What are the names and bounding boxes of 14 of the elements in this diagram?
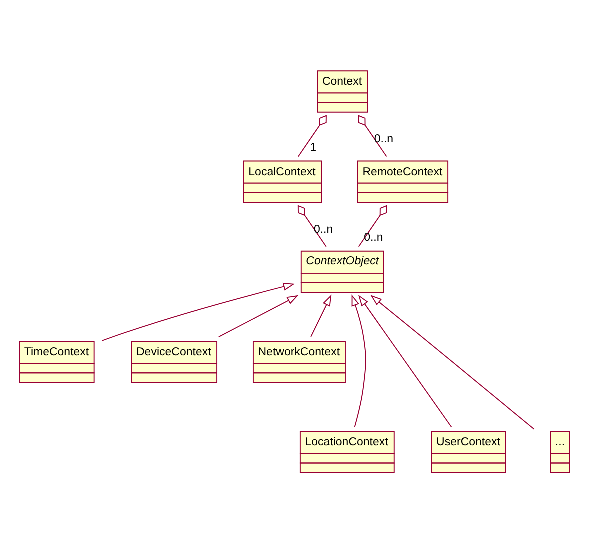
edge-label: 0..n	[364, 232, 384, 244]
edge-label: 1	[310, 141, 317, 154]
connector	[298, 114, 327, 157]
arrow	[352, 294, 366, 428]
connector	[298, 204, 327, 247]
arrow	[310, 294, 332, 337]
edge-label: 0..n	[314, 223, 334, 236]
arrow	[358, 294, 452, 428]
edge-label: 0..n	[374, 133, 394, 146]
connector	[358, 114, 388, 157]
connector	[358, 204, 388, 247]
arrow	[218, 294, 299, 338]
arrow	[370, 294, 535, 430]
arrow	[102, 282, 295, 341]
